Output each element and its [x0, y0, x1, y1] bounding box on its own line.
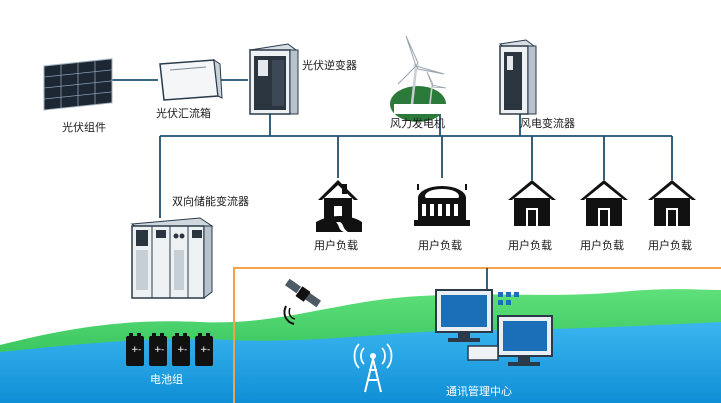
solar-panel-icon: [43, 58, 113, 111]
storage-cabinet-icon: [130, 217, 214, 299]
computer-monitor-icon: [467, 315, 553, 366]
label-user-load: 用户负载: [580, 239, 624, 252]
landscape: [0, 289, 721, 403]
svg-text:-: -: [184, 345, 187, 355]
svg-text:+: +: [200, 345, 208, 355]
wind-turbine-icon: [390, 35, 447, 122]
label-bidirectional-converter: 双向储能变流器: [172, 195, 249, 208]
converter-cabinet-icon: [498, 39, 537, 115]
label-comm-center: 通讯管理中心: [446, 385, 512, 398]
battery-icon: + - + - + - + -: [126, 333, 213, 366]
svg-text:+: +: [154, 345, 162, 355]
label-battery-pack: 电池组: [150, 373, 183, 386]
label-user-load: 用户负载: [418, 239, 462, 252]
computer-monitor-icon: [435, 289, 519, 342]
svg-text:-: -: [207, 345, 210, 355]
svg-text:+: +: [131, 345, 139, 355]
house-icon: [316, 180, 362, 232]
svg-text:-: -: [161, 345, 164, 355]
inverter-cabinet-icon: [248, 43, 299, 115]
house-icon: [580, 180, 628, 226]
label-pv-combiner: 光伏汇流箱: [156, 107, 211, 120]
comm-area-frame: [233, 267, 721, 403]
label-user-load: 用户负载: [648, 239, 692, 252]
house-icon: [648, 180, 696, 226]
combiner-box-icon: [159, 58, 223, 101]
connection-lines: [112, 79, 673, 290]
label-user-load: 用户负载: [508, 239, 552, 252]
radio-tower-icon: [353, 343, 393, 393]
svg-text:+: +: [177, 345, 185, 355]
label-pv-inverter: 光伏逆变器: [302, 59, 357, 72]
satellite-icon: [283, 278, 322, 325]
label-wind-converter: 风电变流器: [520, 117, 575, 130]
svg-text:-: -: [138, 345, 141, 355]
label-wind-turbine: 风力发电机: [390, 117, 445, 130]
stadium-icon: [414, 184, 470, 226]
house-icon: [508, 180, 556, 226]
label-pv-module: 光伏组件: [62, 121, 106, 134]
label-user-load: 用户负载: [314, 239, 358, 252]
